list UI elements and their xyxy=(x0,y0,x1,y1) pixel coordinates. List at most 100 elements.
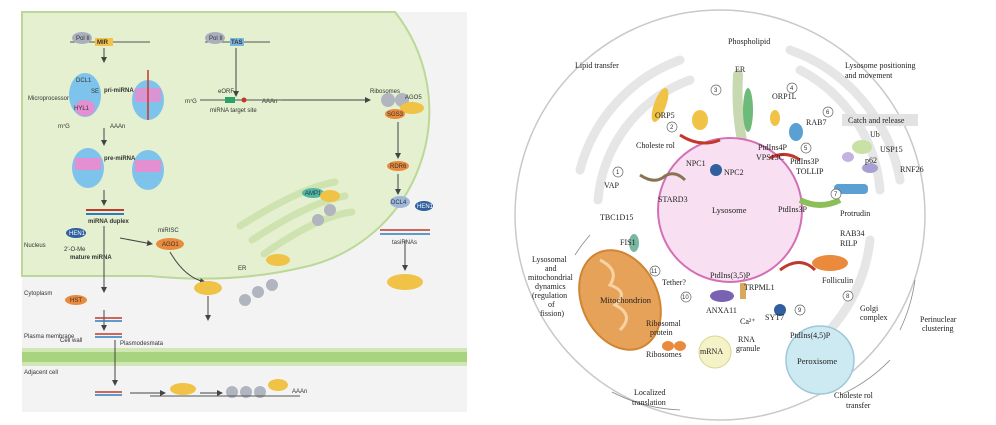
label-ca: Ca²⁺ xyxy=(740,317,756,326)
hen1-a-shape xyxy=(66,228,86,238)
label-anxa11: ANXA11 xyxy=(706,306,737,315)
dynamics-line-2: and xyxy=(545,264,557,273)
step-9: 9 xyxy=(798,308,802,314)
mirisc xyxy=(156,238,184,250)
ribosomal-protein-line-2: protein xyxy=(650,328,673,337)
localized-line-2: translation xyxy=(632,398,666,407)
label-ribosomes-left: Ribosomes xyxy=(370,89,400,95)
step-labels: 1 2 3 4 5 6 7 8 9 10 11 xyxy=(616,86,850,314)
label-usp15: USP15 xyxy=(880,145,903,154)
cholesterol-transfer-line-1: Choleste rol xyxy=(834,391,874,400)
label-mir: MIR xyxy=(97,40,109,46)
er-tube xyxy=(732,70,747,145)
rna-granule-line-1: RNA xyxy=(738,335,755,344)
label-protrudin: Protrudin xyxy=(840,209,870,218)
label-dcl4: DCL4 xyxy=(391,200,407,206)
label-p62: p62 xyxy=(865,156,877,165)
label-poly-a-1: AAAn xyxy=(110,124,125,130)
label-rilp: RILP xyxy=(840,239,858,248)
label-npc1: NPC1 xyxy=(686,159,706,168)
label-folliculin: Folliculin xyxy=(822,276,853,285)
label-rab7: RAB7 xyxy=(806,118,826,127)
label-ribosomal-protein: Ribosomal protein xyxy=(646,319,683,337)
label-rnf26: RNF26 xyxy=(900,165,924,174)
label-golgi: Golgi complex xyxy=(860,304,888,322)
label-ome: 2′-O-Me xyxy=(64,247,86,253)
localized-line-1: Localized xyxy=(634,388,666,397)
golgi-line-1: Golgi xyxy=(860,304,879,313)
label-mitochondrion: Mitochondrion xyxy=(600,295,652,305)
step-11: 11 xyxy=(651,269,658,275)
label-mirisc: miRISC xyxy=(158,228,179,234)
lysosome xyxy=(657,137,803,283)
peroxisome xyxy=(785,325,855,395)
label-orp5: ORP5 xyxy=(655,111,675,120)
label-amp1: AMP1 xyxy=(305,191,322,197)
plasma-membrane xyxy=(22,348,467,352)
label-rna-granule: RNA granule xyxy=(736,335,760,353)
step-2: 2 xyxy=(670,125,674,131)
golgi-line-2: complex xyxy=(860,313,888,322)
step-1: 1 xyxy=(616,170,620,176)
label-cell-wall: Cell wall xyxy=(60,338,82,344)
pre-mirna-complex xyxy=(72,148,164,190)
cholesterol-transfer-line-2: transfer xyxy=(846,401,871,410)
dynamics-line-7: fission) xyxy=(540,309,564,318)
cell-outline xyxy=(514,9,926,421)
mirna-duplex xyxy=(86,209,124,215)
label-sgs3: SGS3 xyxy=(387,112,404,118)
left-panel: Nucleus Cytoplasm Plasma membrane Cell w… xyxy=(21,11,467,412)
dynamics-line-6: of xyxy=(548,300,555,309)
label-mature-mirna: mature miRNA xyxy=(70,255,112,261)
label-dcl1: DCL1 xyxy=(76,78,92,84)
ribosomal-protein-line-1: Ribosomal xyxy=(646,319,681,328)
dynamics-line-3: mitochondrial xyxy=(528,273,574,282)
label-perinuclear: Perinuclear clustering xyxy=(920,315,958,333)
adjacent-translation xyxy=(150,379,300,398)
label-hyl1: HYL1 xyxy=(74,106,90,112)
rna-granule-line-2: granule xyxy=(736,344,760,353)
label-catch-release: Catch and release xyxy=(848,116,905,125)
label-adjacent-cell: Adjacent cell xyxy=(24,370,58,376)
label-orp1l: ORP1L xyxy=(772,92,797,101)
label-ago5: AGO5 xyxy=(405,95,422,101)
label-phospholipid: Phospholipid xyxy=(728,37,770,46)
label-ribosomes-right: Ribosomes xyxy=(646,350,682,359)
label-pre-mirna: pre-miRNA xyxy=(104,156,136,162)
label-peroxisome: Peroxisome xyxy=(797,356,837,366)
positioning-line-2: and movement xyxy=(845,71,893,80)
label-rdr6: RDR6 xyxy=(390,164,407,170)
label-pol2-b: Pol II xyxy=(209,36,223,42)
label-ptdins3p-a: PtdIns3P xyxy=(790,157,819,166)
perinuclear-line-2: clustering xyxy=(922,324,954,333)
target-transcript xyxy=(200,97,282,103)
label-cholesterol-transfer: Choleste rol transfer xyxy=(834,391,875,410)
label-mrna: mRNA xyxy=(700,347,723,356)
dynamics-line-5: (regulation xyxy=(532,291,567,300)
step-6: 6 xyxy=(826,110,830,116)
label-target-site: miRNA target site xyxy=(210,108,257,114)
positioning-line-1: Lysosome positioning xyxy=(845,61,915,70)
perinuclear-line-1: Perinuclear xyxy=(920,315,957,324)
label-hen1-b: HEN1 xyxy=(417,204,434,210)
label-ptdins35p2: PtdIns(3,5)P xyxy=(710,271,751,280)
label-poly-a-2: AAAn xyxy=(262,99,277,105)
step-10: 10 xyxy=(682,295,689,301)
label-poly-a-3: AAAn xyxy=(292,389,307,395)
label-hst: HST xyxy=(70,298,82,304)
label-stard3: STARD3 xyxy=(658,195,688,204)
pri-mirna-complex: DCL1 SE HYL1 xyxy=(69,70,164,120)
label-rab34: RAB34 xyxy=(840,229,864,238)
step-markers xyxy=(612,82,854,316)
label-tas: TAS xyxy=(231,40,243,46)
label-vap: VAP xyxy=(604,181,620,190)
dynamics-line-4: dynamics xyxy=(535,282,566,291)
step-5: 5 xyxy=(804,146,808,152)
label-fis1: FIS1 xyxy=(620,238,636,247)
label-microprocessor: Microprocessor xyxy=(28,96,69,102)
dynamics-line-1: Lysosomal xyxy=(532,255,567,264)
label-lysosome: Lysosome xyxy=(712,205,747,215)
label-trpml1: TRPML1 xyxy=(744,283,775,292)
step-3: 3 xyxy=(714,88,718,94)
step-8: 8 xyxy=(846,294,850,300)
